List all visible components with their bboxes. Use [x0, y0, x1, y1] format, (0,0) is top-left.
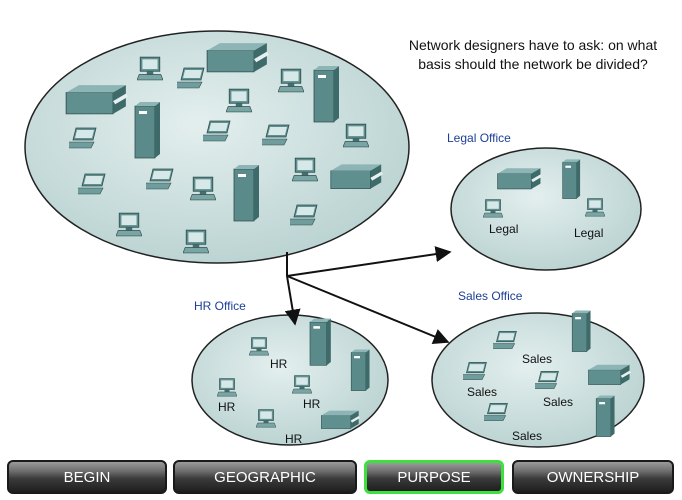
- sales-label: Sales: [512, 429, 542, 443]
- desktop-pc-icon: [585, 198, 605, 217]
- arrow-to-sales: [286, 275, 450, 344]
- server-tower-icon: [571, 309, 592, 353]
- legal-label: Legal: [574, 226, 603, 240]
- purpose-button[interactable]: PURPOSE: [364, 460, 504, 494]
- arrow-to-hr: [284, 275, 301, 326]
- server-tower-icon: [313, 65, 340, 123]
- desktop-pc-icon: [137, 56, 163, 81]
- sales-office-cloud: [431, 312, 645, 448]
- ownership-button[interactable]: OWNERSHIP: [512, 460, 674, 494]
- begin-button[interactable]: BEGIN: [7, 460, 167, 494]
- desktop-pc-icon: [292, 157, 318, 182]
- printer-icon: [588, 364, 631, 385]
- hr-label: HR: [270, 357, 288, 371]
- server-tower-icon: [134, 101, 161, 159]
- desktop-pc-icon: [483, 199, 503, 218]
- arrow-to-legal: [286, 246, 452, 277]
- hr-label: HR: [218, 400, 236, 414]
- desktop-pc-icon: [183, 229, 209, 254]
- printer-icon: [65, 84, 128, 115]
- desktop-pc-icon: [190, 176, 216, 201]
- legal-label: Legal: [489, 222, 518, 236]
- sales-label: Sales: [543, 395, 573, 409]
- question-text: Network designers have to ask: on what b…: [408, 37, 658, 72]
- sales-label: Sales: [467, 385, 497, 399]
- legal-office-cloud: [450, 147, 642, 271]
- server-tower-icon: [350, 348, 371, 392]
- server-tower-icon: [562, 158, 581, 200]
- split-arrows: [284, 246, 452, 344]
- sales-office-title: Sales Office: [458, 289, 523, 303]
- printer-icon: [206, 42, 269, 73]
- desktop-pc-icon: [343, 123, 369, 148]
- hr-label: HR: [285, 432, 303, 446]
- desktop-pc-icon: [278, 68, 304, 93]
- desktop-pc-icon: [249, 337, 269, 356]
- printer-icon: [330, 163, 383, 190]
- printer-icon: [320, 410, 360, 430]
- desktop-pc-icon: [256, 409, 276, 428]
- server-tower-icon: [309, 318, 332, 366]
- server-tower-icon: [595, 394, 616, 438]
- printer-icon: [497, 167, 542, 190]
- legal-office-title: Legal Office: [447, 131, 511, 145]
- desktop-pc-icon: [116, 212, 142, 237]
- desktop-pc-icon: [292, 375, 312, 394]
- geographic-button[interactable]: GEOGRAPHIC: [173, 460, 357, 494]
- server-tower-icon: [233, 164, 260, 222]
- desktop-pc-icon: [217, 378, 237, 397]
- sales-label: Sales: [522, 352, 552, 366]
- hr-office-title: HR Office: [194, 299, 246, 313]
- hr-label: HR: [303, 397, 321, 411]
- desktop-pc-icon: [226, 88, 252, 113]
